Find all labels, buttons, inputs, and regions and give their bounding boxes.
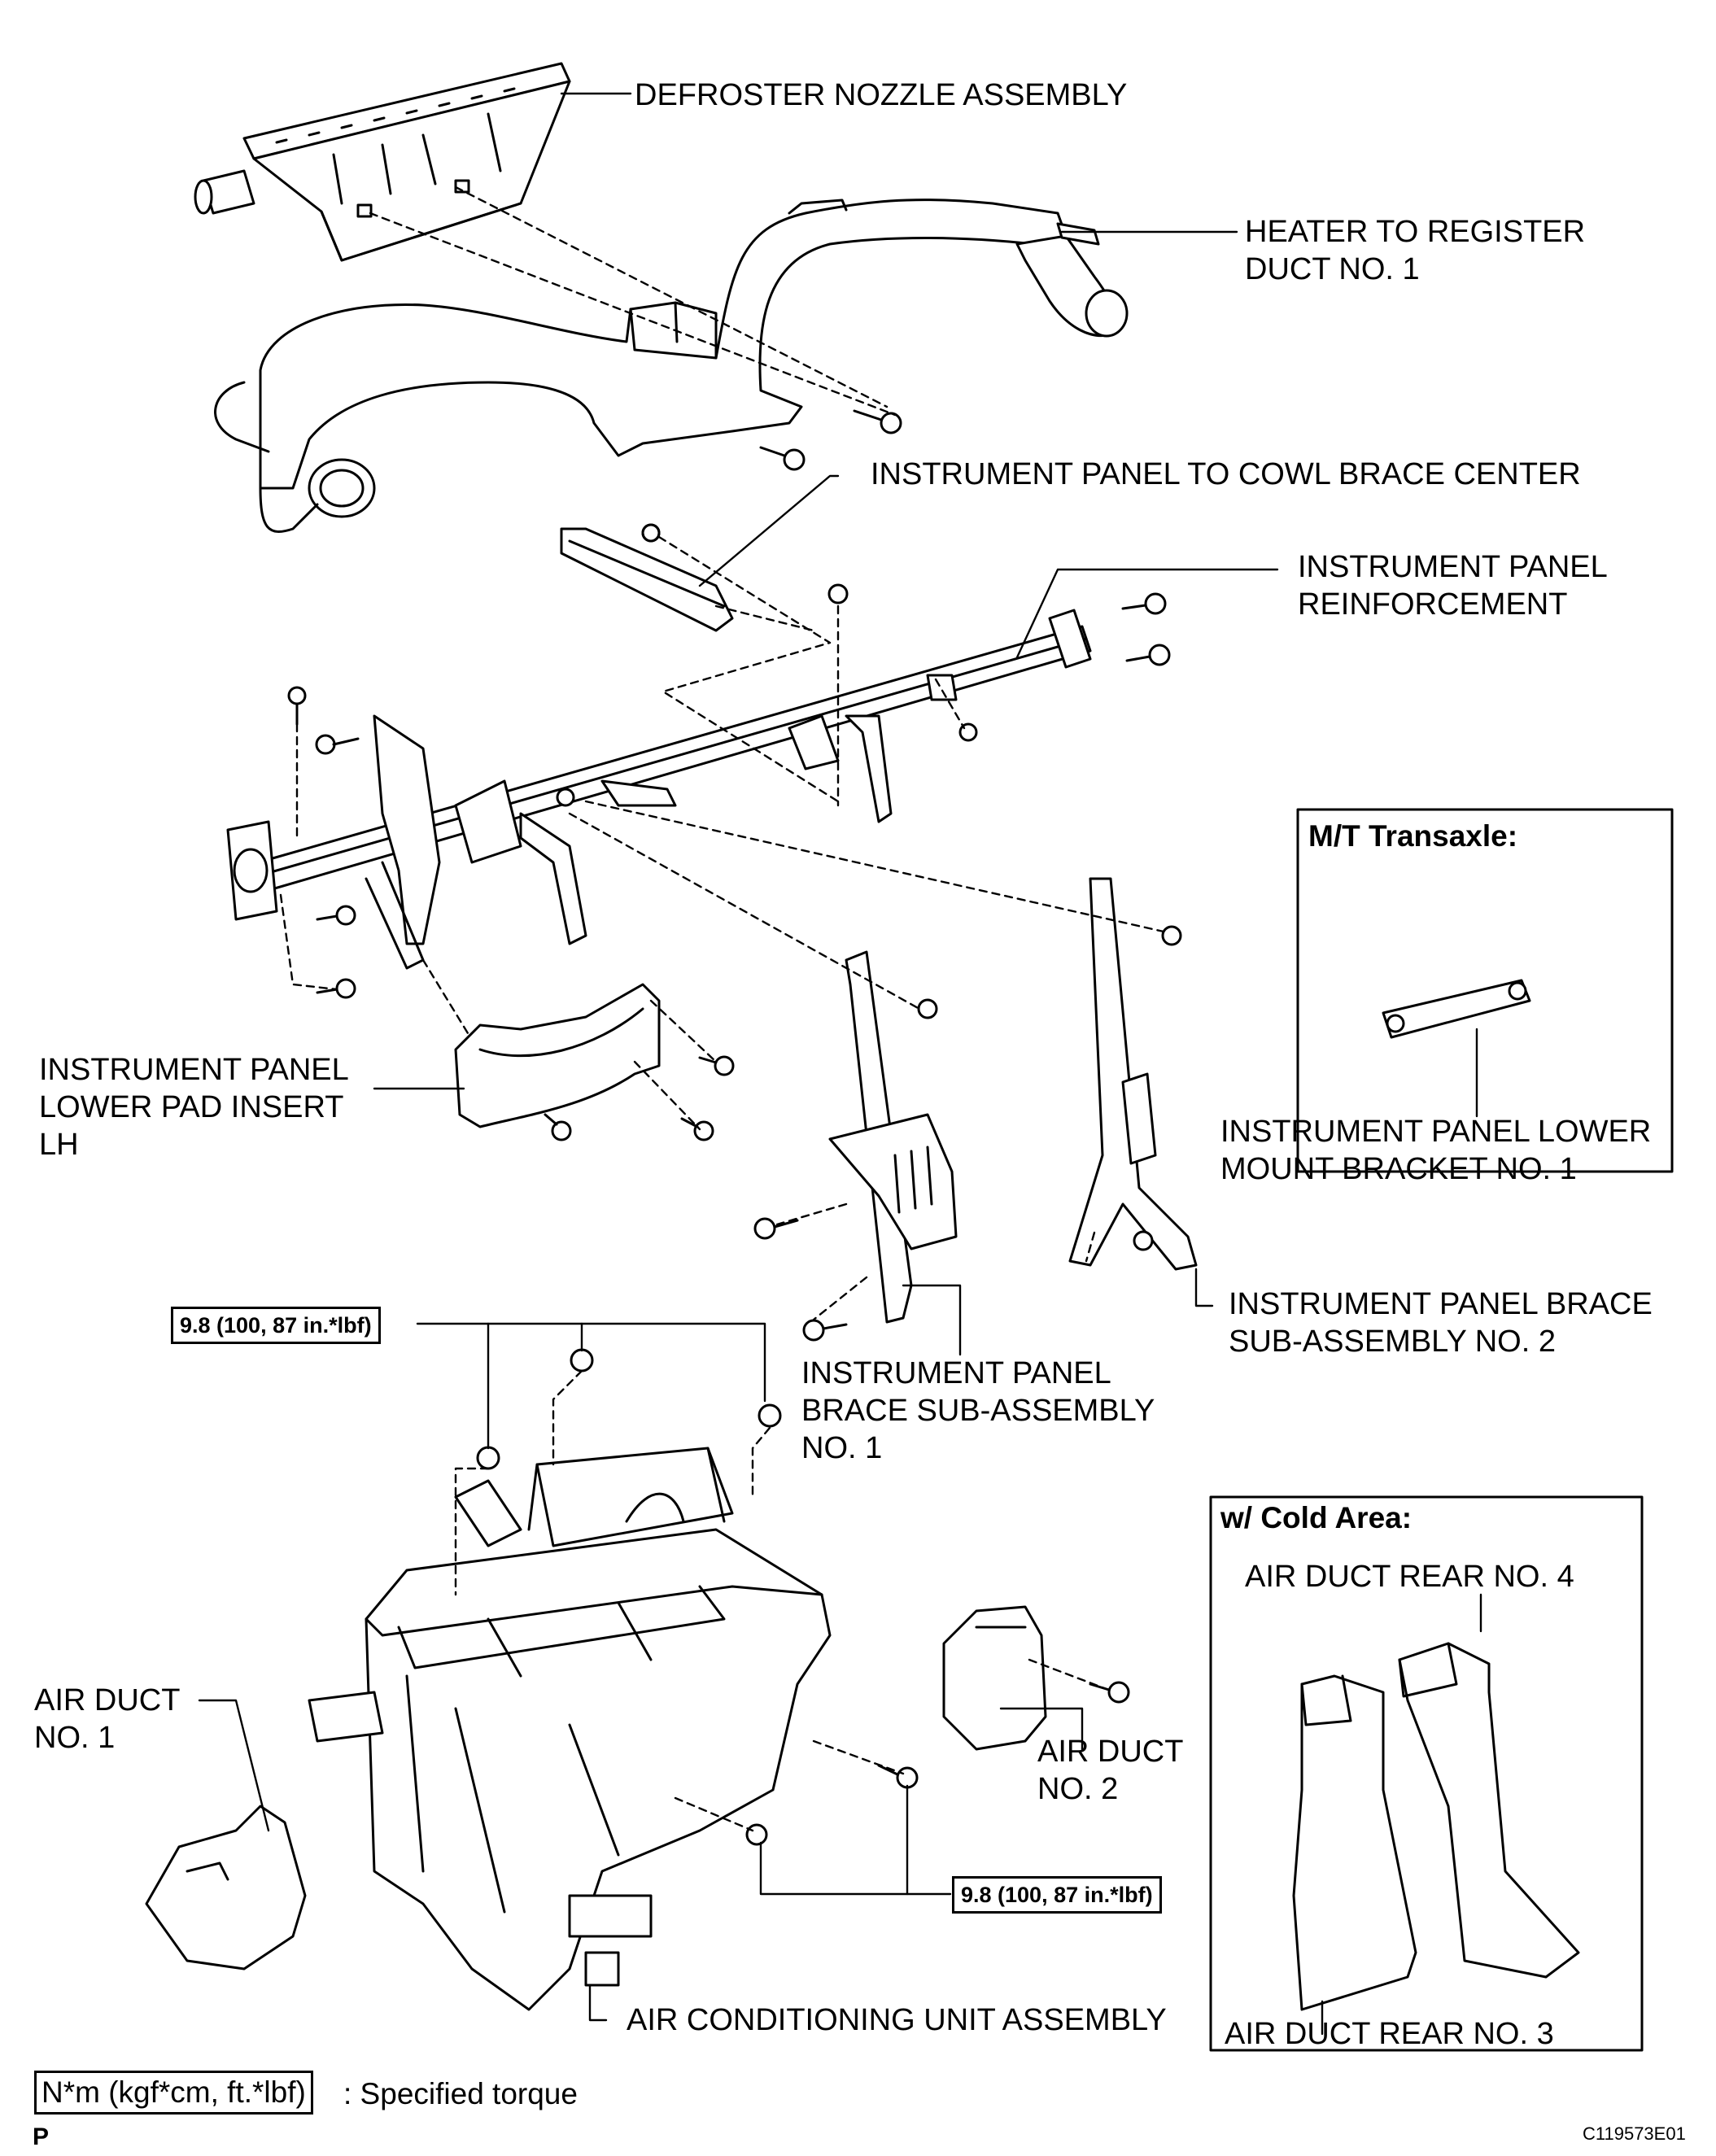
brace-no2-part: [1068, 877, 1198, 1271]
defroster-nozzle-part: [194, 62, 571, 262]
air-duct-rear-parts: [1292, 1642, 1580, 2011]
fasteners: [287, 409, 1182, 1846]
label-air-duct-rear-no3: AIR DUCT REAR NO. 3: [1225, 2017, 1554, 2051]
label-air-duct-rear-no4: AIR DUCT REAR NO. 4: [1245, 1560, 1574, 1594]
torque-spec-upper: 9.8 (100, 87 in.*lbf): [171, 1307, 381, 1344]
label-cowl-brace-center: INSTRUMENT PANEL TO COWL BRACE CENTER: [871, 457, 1581, 491]
corner-letter: P: [33, 2123, 50, 2150]
leader-lines: [198, 92, 1482, 2036]
legend-unit-box: N*m (kgf*cm, ft.*lbf): [34, 2071, 313, 2115]
cold-area-title: w/ Cold Area:: [1220, 1501, 1413, 1534]
lower-mount-bracket-part: [1382, 979, 1531, 1039]
air-duct-no2-part: [942, 1605, 1047, 1751]
label-defroster-nozzle: DEFROSTER NOZZLE ASSEMBLY: [635, 78, 1128, 112]
brace-no1-part: [828, 950, 958, 1324]
figure-code: C119573E01: [1583, 2123, 1686, 2144]
ac-unit-part: [308, 1447, 832, 2011]
label-ac-unit-assembly: AIR CONDITIONING UNIT ASSEMBLY: [627, 2003, 1167, 2037]
torque-spec-lower: 9.8 (100, 87 in.*lbf): [952, 1876, 1162, 1914]
lower-pad-insert-part: [454, 983, 661, 1128]
legend-description: : Specified torque: [343, 2077, 578, 2110]
reinforcement-part: [226, 609, 1092, 970]
alignment-lines: [279, 185, 1165, 1832]
cold-area-box: [1209, 1495, 1644, 2052]
heater-duct-part: [1015, 222, 1129, 338]
air-duct-no1-part: [145, 1805, 307, 1971]
mt-transaxle-title: M/T Transaxle:: [1308, 819, 1518, 853]
mt-transaxle-box: [1296, 808, 1674, 1173]
